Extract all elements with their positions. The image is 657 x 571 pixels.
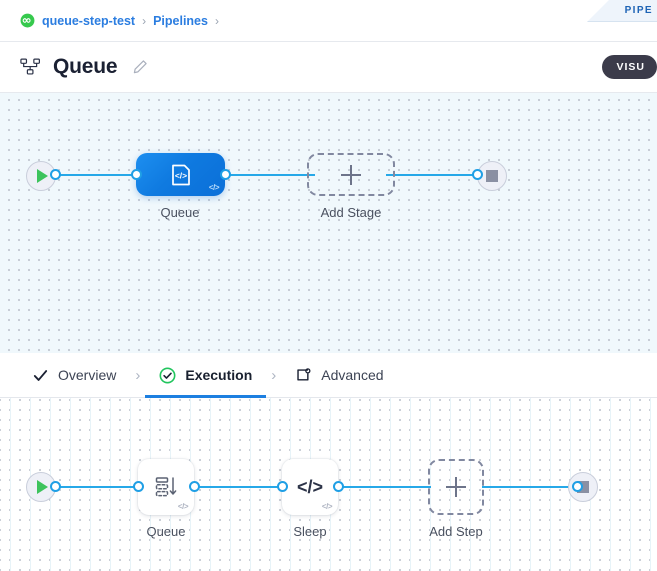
breadcrumb-separator-1: › — [142, 13, 147, 28]
stage-edge-1 — [225, 174, 315, 176]
stage-edge-start — [54, 174, 160, 176]
stage-node-queue-label: Queue — [160, 205, 200, 220]
step-node-queue-code-badge: </> — [177, 502, 189, 511]
step-node-sleep-in-port[interactable] — [277, 481, 288, 492]
check-circle-green-icon — [159, 367, 176, 383]
stage-node-queue[interactable]: </> </> — [136, 153, 225, 196]
step-node-sleep-label: Sleep — [293, 524, 327, 539]
tab-execution[interactable]: Execution — [145, 353, 267, 398]
code-brackets-icon: </> — [297, 477, 323, 497]
pipelines-corner-tab[interactable]: PIPE — [587, 0, 657, 22]
step-start-port[interactable] — [50, 481, 61, 492]
breadcrumb-separator-2: › — [214, 13, 219, 28]
tab-separator-2: › — [271, 366, 277, 384]
stage-node-queue-code-badge: </> — [208, 183, 220, 192]
stop-icon — [486, 170, 498, 182]
pipeline-hierarchy-icon — [20, 58, 40, 75]
add-stage-label: Add Stage — [320, 205, 382, 220]
tab-overview-label: Overview — [58, 367, 117, 383]
step-node-queue-label: Queue — [146, 524, 186, 539]
step-node-sleep-out-port[interactable] — [333, 481, 344, 492]
step-node-queue[interactable]: </> — [138, 459, 194, 515]
add-step-label: Add Step — [429, 524, 483, 539]
stage-canvas[interactable]: </> </> Queue Add Stage — [0, 93, 657, 353]
step-edge-1 — [195, 486, 285, 488]
check-icon — [33, 369, 48, 381]
step-edge-3 — [482, 486, 578, 488]
step-edge-start — [54, 486, 142, 488]
play-icon — [37, 480, 48, 494]
stage-start-port[interactable] — [50, 169, 61, 180]
add-stage-button[interactable] — [307, 153, 395, 196]
page-title: Queue — [53, 55, 118, 78]
tab-advanced-label: Advanced — [321, 367, 384, 383]
stage-edge-2 — [386, 174, 484, 176]
tab-separator-1: › — [135, 366, 141, 384]
play-icon — [37, 169, 48, 183]
breadcrumb: queue-step-test › Pipelines › — [0, 0, 657, 42]
page-header: Queue VISU — [0, 42, 657, 93]
step-canvas[interactable]: </> Queue </> </> Sleep Add Step — [0, 398, 657, 571]
breadcrumb-item-project[interactable]: queue-step-test — [42, 13, 136, 28]
add-step-button[interactable] — [428, 459, 484, 515]
stage-end-port[interactable] — [472, 169, 483, 180]
step-edge-2 — [339, 486, 431, 488]
step-start-node[interactable] — [26, 472, 56, 502]
tab-advanced[interactable]: Advanced — [281, 353, 397, 397]
pipelines-corner-tab-label: PIPE — [624, 5, 653, 16]
tab-overview[interactable]: Overview — [18, 353, 130, 397]
queue-list-arrow-icon — [155, 477, 177, 497]
breadcrumb-item-pipelines[interactable]: Pipelines — [153, 13, 208, 28]
stage-node-queue-in-port[interactable] — [131, 169, 142, 180]
infinity-badge-icon — [20, 13, 35, 28]
step-end-port[interactable] — [572, 481, 583, 492]
step-node-sleep-code-badge: </> — [321, 502, 333, 511]
svg-text:</>: </> — [297, 477, 323, 497]
plus-icon — [446, 477, 466, 497]
stage-node-queue-out-port[interactable] — [220, 169, 231, 180]
step-node-queue-in-port[interactable] — [133, 481, 144, 492]
box-gear-icon — [297, 367, 311, 381]
step-tabs: Overview › Execution › Advanced — [0, 353, 657, 398]
code-page-icon: </> — [171, 164, 190, 185]
step-node-sleep[interactable]: </> </> — [282, 459, 338, 515]
pencil-icon[interactable] — [132, 59, 148, 75]
step-node-queue-out-port[interactable] — [189, 481, 200, 492]
tab-execution-label: Execution — [185, 367, 253, 383]
svg-text:</>: </> — [174, 170, 186, 180]
visual-mode-button[interactable]: VISU — [602, 55, 657, 79]
plus-icon — [341, 164, 361, 185]
